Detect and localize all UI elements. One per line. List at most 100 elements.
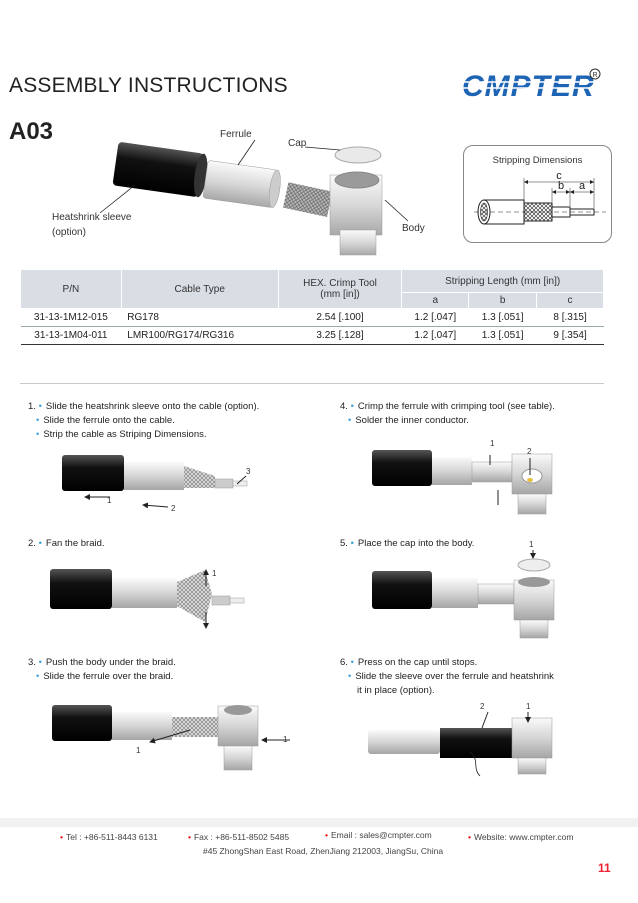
cell-cable: LMR100/RG174/RG316: [121, 326, 279, 345]
bullet-icon: •: [60, 832, 63, 842]
registered-mark: R: [592, 72, 597, 79]
step-number: 4.: [340, 401, 348, 412]
step-4-text: 4. •Crimp the ferrule with crimping tool…: [340, 400, 555, 428]
cell-b: 1.3 [.051]: [468, 308, 537, 327]
heatshrink-option-label: (option): [52, 227, 86, 238]
step-2-callout: 1: [212, 569, 217, 578]
footer-fax-text: Fax : +86-511-8502 5485: [193, 832, 290, 842]
dim-c-label: c: [556, 170, 562, 182]
heatshrink-label: Heatshrink sleeve: [52, 212, 132, 223]
step-5-callout: 1: [529, 540, 534, 549]
step-4-callout: 2: [527, 447, 532, 456]
step-6-illustration: [368, 711, 553, 777]
bullet-icon: •: [38, 538, 42, 549]
step-line: Place the cap into the body.: [357, 538, 475, 549]
bullet-icon: •: [350, 657, 354, 668]
table-row: 31-13-1M04-011 LMR100/RG174/RG316 3.25 […: [20, 326, 604, 345]
table-row: 31-13-1M12-015 RG178 2.54 [.100] 1.2 [.0…: [20, 308, 604, 327]
col-b-header: b: [468, 292, 538, 309]
bullet-icon: •: [348, 671, 352, 682]
footer-email[interactable]: •Email : sales@cmpter.com: [325, 830, 432, 840]
page-title: ASSEMBLY INSTRUCTIONS: [9, 74, 288, 97]
step-line: Slide the ferrule over the braid.: [43, 671, 174, 682]
col-c-header: c: [536, 292, 604, 309]
section-divider: [20, 383, 604, 384]
footer-tel-text: Tel : +86-511-8443 6131: [65, 832, 158, 842]
step-line: Crimp the ferrule with crimping tool (se…: [357, 401, 555, 412]
bullet-icon: •: [348, 415, 352, 426]
col-crimp-header-line1: HEX. Crimp Tool: [303, 278, 377, 289]
col-crimp-header-line2: (mm [in]): [320, 289, 360, 300]
step-3-callout: 1: [283, 735, 288, 744]
step-line: Fan the braid.: [45, 538, 105, 549]
ferrule-label: Ferrule: [220, 129, 252, 140]
body-label: Body: [402, 223, 425, 234]
step-2-illustration: [50, 569, 245, 629]
step-6-callout: 2: [480, 702, 485, 711]
exploded-assembly-diagram: [99, 139, 409, 256]
step-3-illustration: [52, 705, 290, 771]
bullet-icon: •: [38, 401, 42, 412]
step-line: it in place (option).: [357, 685, 435, 696]
cell-pn: 31-13-1M12-015: [20, 308, 122, 327]
bullet-icon: •: [36, 429, 40, 440]
bullet-icon: •: [36, 671, 40, 682]
step-6-callout: 1: [526, 702, 531, 711]
step-number: 6.: [340, 657, 348, 668]
cap-label: Cap: [288, 138, 307, 149]
step-5-illustration: [372, 550, 555, 639]
step-illustrations: [50, 450, 555, 777]
step-3-callout: 1: [136, 746, 141, 755]
footer-address: #45 ZhongShan East Road, ZhenJiang 21200…: [203, 846, 444, 856]
cell-c: 9 [.354]: [536, 326, 604, 345]
step-line: Slide the sleeve over the ferrule and he…: [355, 671, 554, 682]
footer-tel: •Tel : +86-511-8443 6131: [60, 832, 158, 842]
footer-email-text[interactable]: Email : sales@cmpter.com: [330, 830, 432, 840]
bullet-icon: •: [36, 415, 40, 426]
step-1-callout: 2: [171, 504, 176, 513]
step-1-illustration: [62, 455, 248, 509]
footer-fax: •Fax : +86-511-8502 5485: [188, 832, 289, 842]
step-6-text: 6. •Press on the cap until stops. •Slide…: [340, 656, 554, 698]
step-2-text: 2. •Fan the braid.: [28, 537, 105, 551]
cell-cable: RG178: [121, 308, 279, 327]
step-line: Strip the cable as Striping Dimensions.: [43, 429, 207, 440]
step-number: 5.: [340, 538, 348, 549]
cell-pn: 31-13-1M04-011: [20, 326, 122, 345]
bullet-icon: •: [188, 832, 191, 842]
stripping-dimensions-title: Stripping Dimensions: [492, 155, 583, 166]
col-cable-header: Cable Type: [120, 269, 279, 309]
step-line: Press on the cap until stops.: [357, 657, 478, 668]
cell-a: 1.2 [.047]: [401, 326, 469, 345]
step-4-callout: 1: [490, 439, 495, 448]
bullet-icon: •: [350, 401, 354, 412]
dim-a-label: a: [579, 180, 586, 192]
step-line: Solder the inner conductor.: [355, 415, 469, 426]
bullet-icon: •: [38, 657, 42, 668]
step-line: Push the body under the braid.: [45, 657, 176, 668]
step-line: Slide the heatshrink sleeve onto the cab…: [45, 401, 260, 412]
step-number: 2.: [28, 538, 36, 549]
step-4-illustration: [372, 450, 553, 515]
step-number: 3.: [28, 657, 36, 668]
spec-table: P/N Cable Type HEX. Crimp Tool (mm [in])…: [20, 269, 604, 345]
step-1-callout: 1: [107, 496, 112, 505]
bullet-icon: •: [350, 538, 354, 549]
step-line: Slide the ferrule onto the cable.: [43, 415, 175, 426]
stripping-dimensions-drawing: c b a: [474, 170, 606, 225]
dim-b-label: b: [558, 180, 564, 192]
brand-name: CMPTER: [462, 70, 595, 102]
cell-a: 1.2 [.047]: [401, 308, 469, 327]
brand-logo: CMPTER R: [460, 68, 610, 107]
model-code: A03: [9, 118, 54, 145]
cell-c: 8 [.315]: [536, 308, 604, 327]
step-1-callout: 3: [246, 467, 251, 476]
footer-website[interactable]: •Website: www.cmpter.com: [468, 832, 574, 842]
footer-website-text[interactable]: Website: www.cmpter.com: [473, 832, 574, 842]
bullet-icon: •: [468, 832, 471, 842]
step-5-text: 5. •Place the cap into the body.: [340, 537, 474, 551]
col-crimp-header: HEX. Crimp Tool (mm [in]): [277, 269, 403, 309]
cell-crimp: 3.25 [.128]: [278, 326, 402, 345]
step-number: 1.: [28, 401, 36, 412]
col-a-header: a: [401, 292, 470, 309]
